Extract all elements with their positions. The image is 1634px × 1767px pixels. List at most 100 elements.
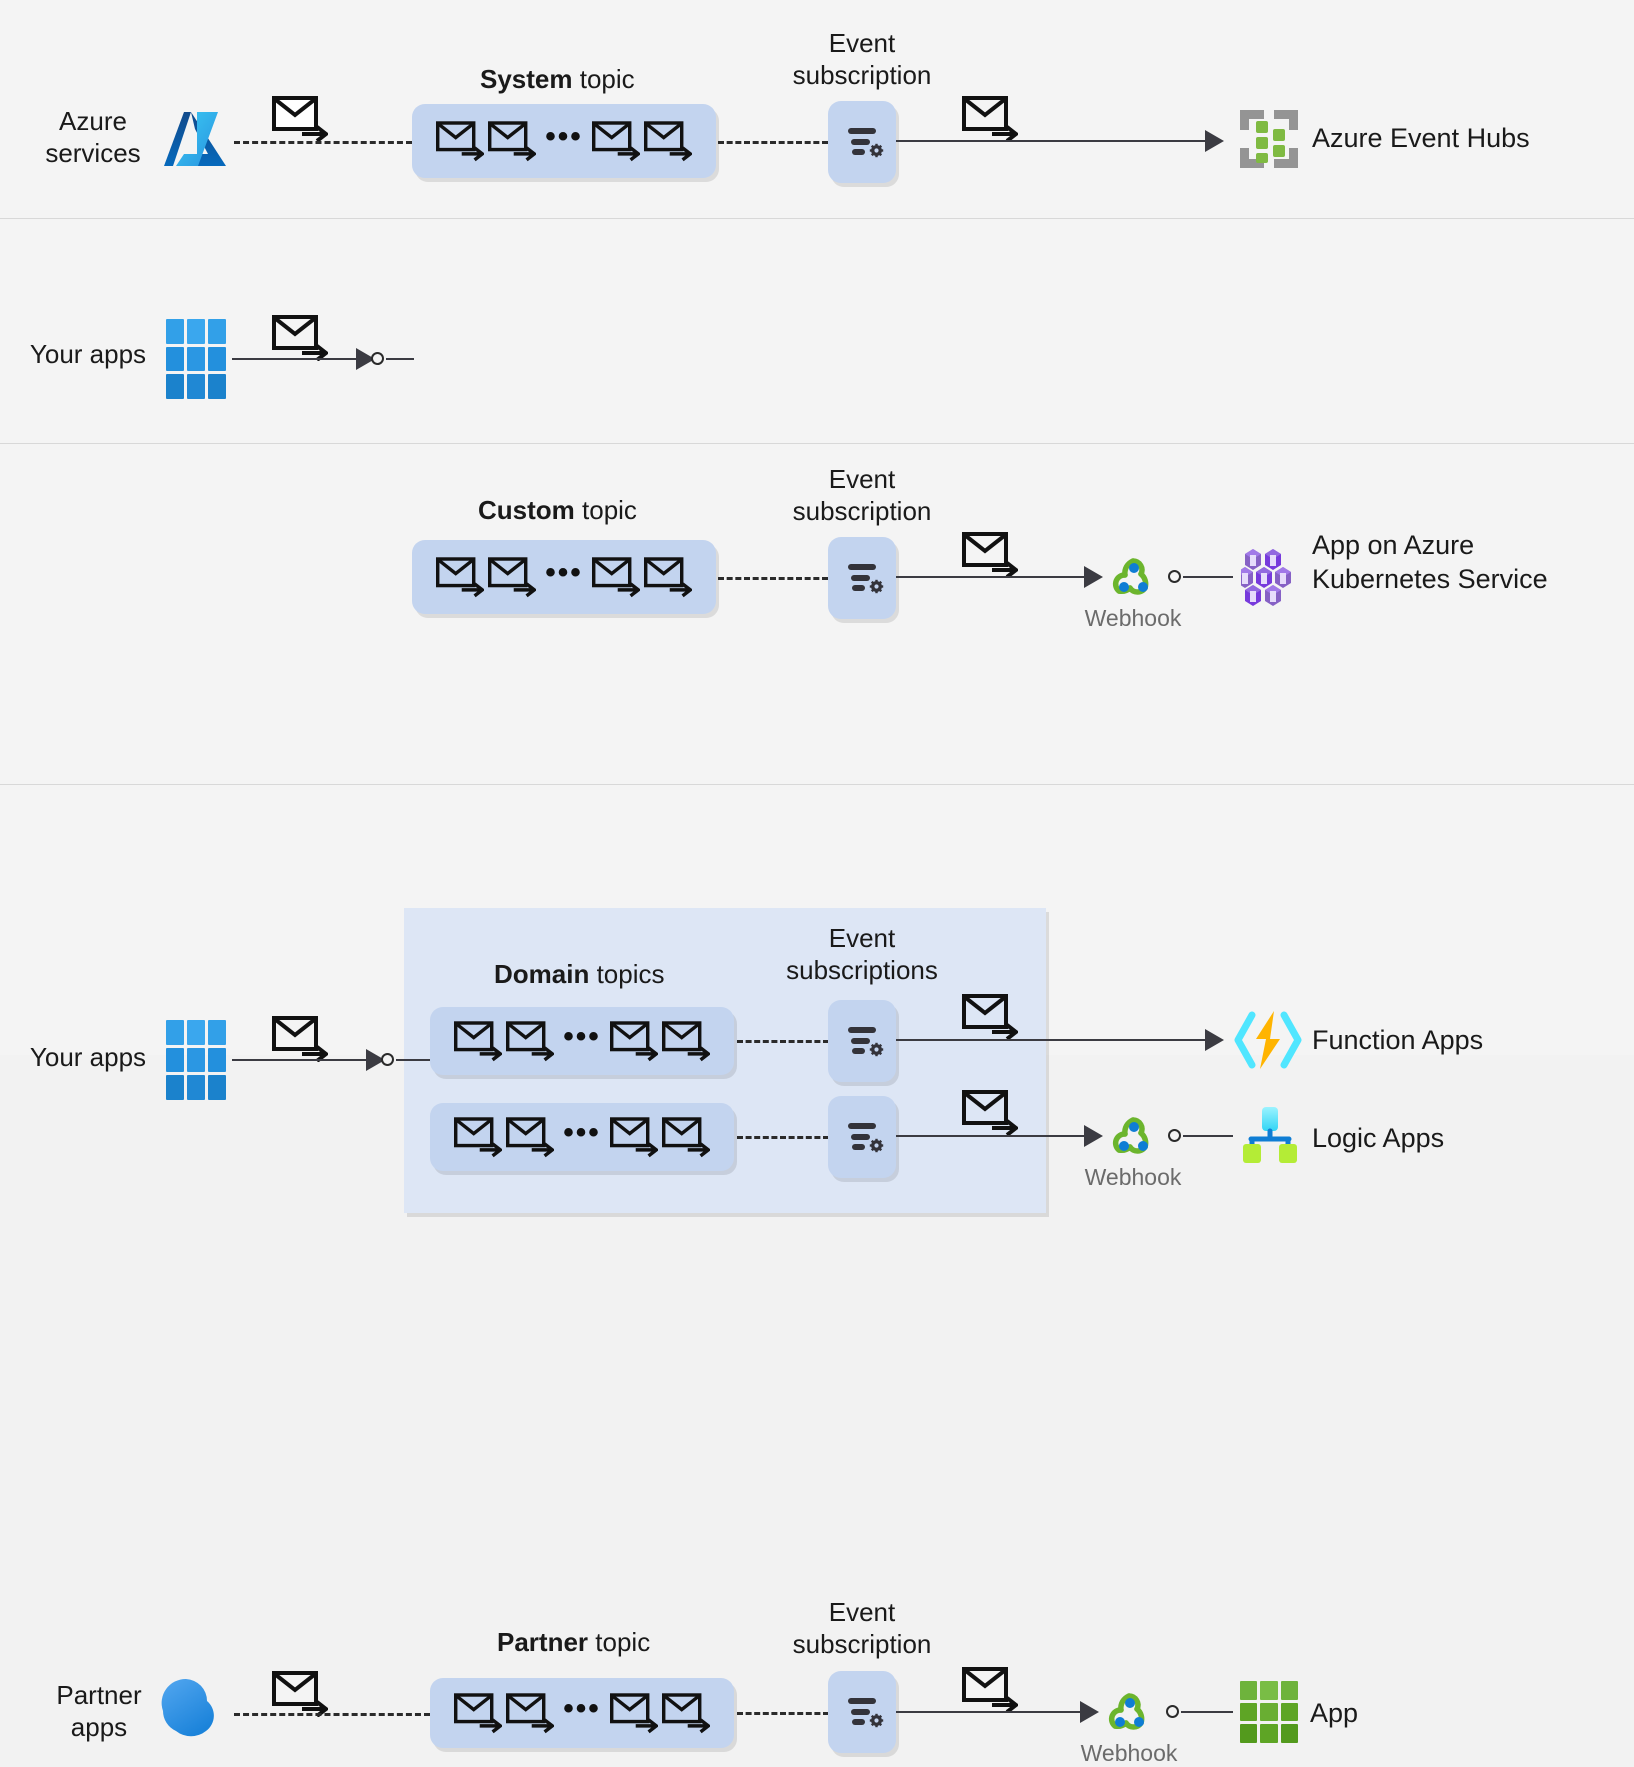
event-subscription-filter-icon [840, 1113, 884, 1162]
connection-node-icon [371, 352, 384, 365]
topic-envelope-icon [609, 1019, 658, 1063]
connector-node-to-topic [386, 358, 414, 360]
event-subscription-filter-icon [840, 1017, 884, 1066]
row-system: Azure services System to [0, 0, 1634, 218]
topic-title-bold: Custom [478, 495, 575, 525]
handler-label-azure-event-hubs: Azure Event Hubs [1312, 123, 1530, 153]
webhook-icon [1108, 551, 1158, 601]
your-apps-grid-icon [166, 319, 226, 399]
topic-title-bold: System [480, 64, 573, 94]
event-subscription-chip[interactable] [828, 101, 896, 183]
topic-pill-custom[interactable]: ••• [412, 540, 716, 614]
connector-source-to-topic [234, 1713, 430, 1716]
connector-webhook-to-handler [1183, 1135, 1233, 1137]
topic-envelope-icon [609, 1691, 658, 1735]
topic-envelope-icon [488, 555, 537, 599]
subscription-title-partner: Event subscription [792, 1597, 932, 1659]
row-custom: Your apps Custom topic ••• Event subscri… [0, 219, 1634, 631]
azure-logo-icon [164, 106, 226, 172]
event-envelope-icon [272, 1016, 328, 1062]
cloud-icon [156, 1675, 234, 1737]
topic-envelope-icon [436, 119, 485, 163]
topic-envelope-icon [609, 1115, 658, 1159]
connector-topic-to-subscription [737, 1136, 829, 1139]
connection-node-icon [1166, 1705, 1179, 1718]
azure-event-hubs-icon [1238, 108, 1300, 170]
event-subscription-chip[interactable] [828, 1096, 896, 1178]
handler-label-aks: App on Azure Kubernetes Service [1312, 530, 1548, 594]
delivery-envelope-icon [962, 1667, 1018, 1713]
webhook-label: Webhook [1084, 605, 1182, 631]
connection-node-icon [1168, 570, 1181, 583]
connection-node-icon [1168, 1129, 1181, 1142]
arrowhead-icon [1084, 1125, 1103, 1147]
band-divider-2 [0, 443, 1634, 444]
connector-subscription-to-handler [896, 140, 1211, 142]
topic-envelope-icon [454, 1115, 503, 1159]
webhook-label: Webhook [1084, 1164, 1182, 1190]
handler-label-logic-apps: Logic Apps [1312, 1123, 1445, 1153]
connector-topic-to-subscription [718, 577, 828, 580]
connector-webhook-to-handler [1181, 1711, 1233, 1713]
source-label-azure-services: Azure services [45, 106, 141, 168]
event-envelope-icon [272, 96, 328, 142]
connector-topic-to-subscription [737, 1040, 829, 1043]
event-subscription-filter-icon [840, 118, 884, 167]
arrowhead-icon [1205, 130, 1224, 152]
topic-title-rest: topic [572, 64, 635, 94]
row-domain: Your apps Domain topics ••• [0, 444, 1634, 1213]
topic-title-partner: Partner topic [497, 1627, 650, 1658]
topic-title-rest: topic [588, 1627, 651, 1657]
connector-source-to-topic [232, 1059, 372, 1061]
subscription-title-custom: Event subscription [792, 464, 932, 526]
topic-title-custom: Custom topic [478, 495, 637, 526]
app-grid-green-icon [1240, 1681, 1298, 1743]
connector-subscription-to-function-apps [896, 1039, 1211, 1041]
topic-envelope-icon [488, 119, 537, 163]
azure-logic-apps-icon [1241, 1106, 1299, 1164]
delivery-envelope-icon [962, 1090, 1018, 1136]
topic-title-bold: Partner [497, 1627, 589, 1657]
row-partner: Partner apps Partner topic ••• [0, 785, 1634, 1766]
topic-envelope-icon [643, 119, 692, 163]
arrowhead-icon [356, 348, 375, 370]
topic-envelope-icon [591, 555, 640, 599]
connector-topic-to-subscription [737, 1712, 829, 1715]
topic-pill-system[interactable]: ••• [412, 104, 716, 178]
topic-title-system: System topic [480, 64, 635, 95]
band-divider-3 [0, 784, 1634, 785]
topic-ellipsis: ••• [545, 120, 583, 153]
event-envelope-icon [272, 315, 328, 361]
delivery-envelope-icon [962, 96, 1018, 142]
connector-webhook-to-handler [1183, 576, 1233, 578]
topic-envelope-icon [661, 1115, 710, 1159]
topic-envelope-icon [591, 119, 640, 163]
arrowhead-icon [1205, 1029, 1224, 1051]
topic-envelope-icon [506, 1691, 555, 1735]
connector-subscription-to-webhook [896, 576, 1088, 578]
handler-label-function-apps: Function Apps [1312, 1025, 1484, 1055]
topic-title-rest: topics [589, 959, 665, 989]
event-subscription-chip[interactable] [828, 537, 896, 619]
topic-pill-domain-2[interactable]: ••• [430, 1103, 734, 1171]
webhook-label: Webhook [1080, 1740, 1178, 1766]
handler-label-app: App [1310, 1698, 1359, 1728]
topic-title-bold: Domain [494, 959, 590, 989]
topic-envelope-icon [506, 1115, 555, 1159]
delivery-envelope-icon [962, 532, 1018, 578]
band-divider-1 [0, 218, 1634, 219]
topic-ellipsis: ••• [563, 1692, 601, 1725]
topic-envelope-icon [454, 1691, 503, 1735]
event-subscription-filter-icon [840, 1688, 884, 1737]
connector-source-to-topic [234, 141, 412, 144]
source-label-partner-apps: Partner apps [56, 1680, 142, 1742]
topic-envelope-icon [643, 555, 692, 599]
connector-subscription-to-webhook [896, 1711, 1084, 1713]
event-envelope-icon [272, 1671, 328, 1717]
arrowhead-icon [1084, 566, 1103, 588]
topic-envelope-icon [436, 555, 485, 599]
subscription-title-domain: Event subscriptions [786, 923, 938, 985]
event-subscription-chip[interactable] [828, 1671, 896, 1753]
delivery-envelope-icon [962, 994, 1018, 1040]
topic-pill-partner[interactable]: ••• [430, 1678, 734, 1748]
